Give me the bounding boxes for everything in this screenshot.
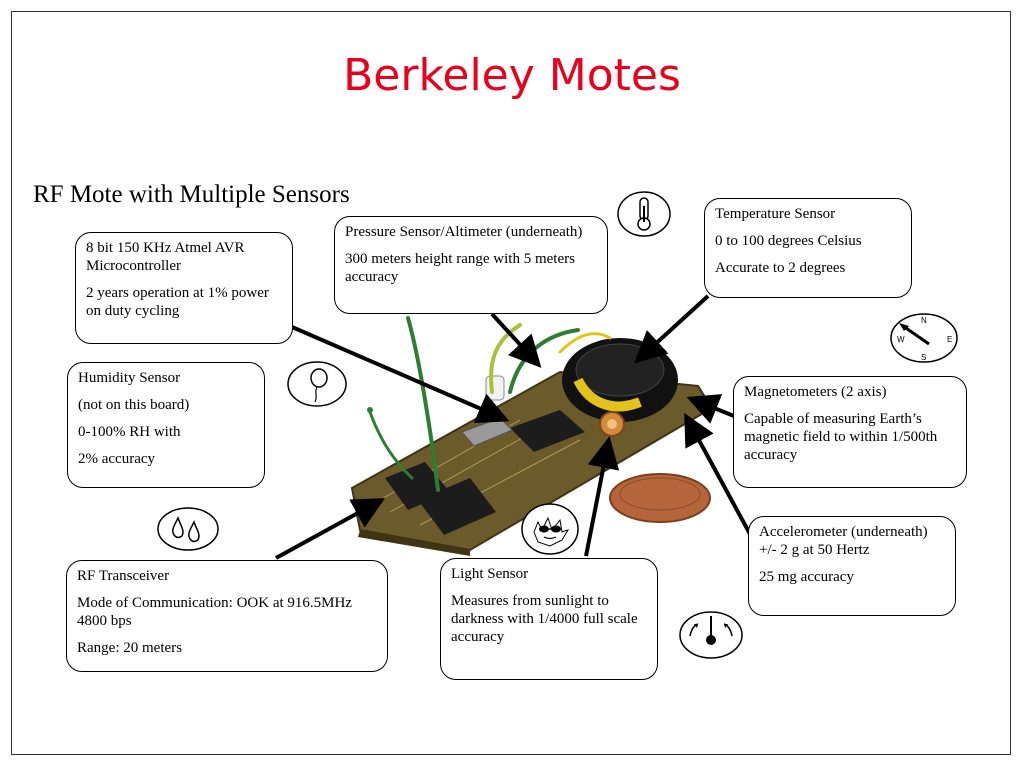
light-arrow — [584, 436, 620, 557]
accelerometer-arrow — [684, 412, 752, 535]
magnetometer-arrow — [686, 394, 735, 424]
light-heading: Light Sensor — [451, 566, 529, 582]
humidity-note: (not on this board) — [78, 397, 190, 413]
callout-humidity: Humidity Sensor (not on this board) 0-10… — [67, 362, 265, 488]
slide-subtitle: RF Mote with Multiple Sensors — [33, 181, 350, 208]
pressure-part — [485, 375, 505, 401]
rf-arrow — [275, 498, 386, 560]
rf-detail: Mode of Communication: OOK at 916.5MHz 4… — [77, 595, 352, 629]
slide-title: Berkeley Motes — [343, 50, 681, 101]
temperature-accuracy: Accurate to 2 degrees — [715, 260, 846, 276]
temperature-detail: 0 to 100 degrees Celsius — [715, 233, 862, 249]
slide-frame — [11, 11, 1011, 755]
compass-icon: N S E W — [890, 313, 958, 363]
gravity-icon — [679, 611, 743, 659]
callout-pressure: Pressure Sensor/Altimeter (underneath) 3… — [334, 216, 608, 314]
callout-temperature: Temperature Sensor 0 to 100 degrees Cels… — [704, 198, 912, 298]
accelerometer-heading: Accelerometer (underneath) +/- 2 g at 50… — [759, 524, 928, 558]
compass-w: W — [897, 335, 905, 344]
rf-heading: RF Transceiver — [77, 568, 170, 584]
microcontroller-heading: 8 bit 150 KHz Atmel AVR Microcontroller — [86, 240, 245, 274]
accelerometer-detail: 25 mg accuracy — [759, 569, 854, 585]
humidity-range: 0-100% RH with — [78, 424, 181, 440]
callout-rf-transceiver: RF Transceiver Mode of Communication: OO… — [66, 560, 388, 672]
callout-microcontroller: 8 bit 150 KHz Atmel AVR Microcontroller … — [75, 232, 293, 344]
water-drops-icon — [157, 507, 219, 551]
callout-light: Light Sensor Measures from sunlight to d… — [440, 558, 658, 680]
callout-magnetometer: Magnetometers (2 axis) Capable of measur… — [733, 376, 967, 488]
pressure-arrow — [490, 312, 542, 368]
penny-coin — [609, 473, 711, 523]
rf-chip-2 — [418, 478, 496, 535]
sun-with-sunglasses-icon — [521, 503, 579, 555]
thermometer-icon — [617, 191, 671, 237]
temperature-arrow — [634, 294, 710, 364]
compass-s: S — [921, 353, 926, 362]
pressure-detail: 300 meters height range with 5 meters ac… — [345, 251, 575, 285]
light-detail: Measures from sunlight to darkness with … — [451, 593, 638, 645]
humidity-heading: Humidity Sensor — [78, 370, 181, 386]
callout-accelerometer: Accelerometer (underneath) +/- 2 g at 50… — [748, 516, 956, 616]
microcontroller-detail: 2 years operation at 1% power on duty cy… — [86, 285, 269, 319]
magnetometer-heading: Magnetometers (2 axis) — [744, 384, 887, 400]
pressure-heading: Pressure Sensor/Altimeter (underneath) — [345, 224, 583, 240]
humidity-accuracy: 2% accuracy — [78, 451, 156, 467]
compass-e: E — [947, 335, 952, 344]
magnetometer-detail: Capable of measuring Earth’s magnetic fi… — [744, 411, 938, 463]
temperature-heading: Temperature Sensor — [715, 206, 836, 222]
compass-n: N — [921, 316, 927, 325]
rf-range: Range: 20 meters — [77, 640, 182, 656]
microcontroller-chip — [510, 410, 585, 452]
balloon-icon — [287, 361, 347, 407]
microcontroller-arrow — [291, 325, 510, 424]
